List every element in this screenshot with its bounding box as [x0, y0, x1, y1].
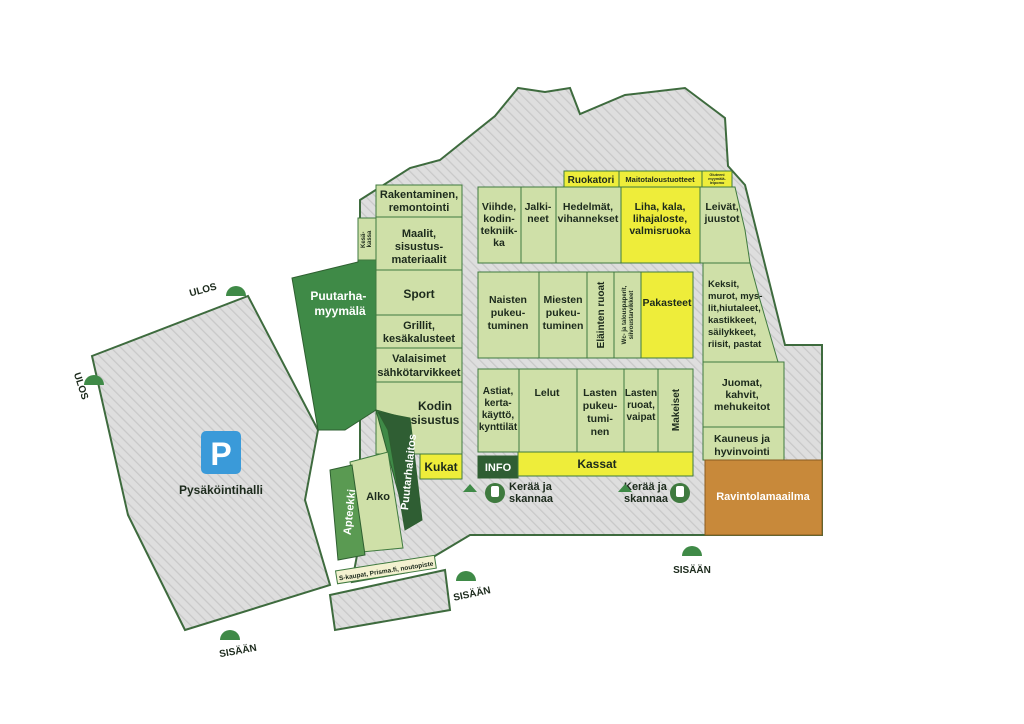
entrance-arrow-icon: [226, 286, 246, 296]
svg-text:Eläinten ruoat: Eläinten ruoat: [596, 281, 607, 348]
dept-maitotalous[interactable]: Maitotaloustuotteet: [618, 170, 703, 188]
svg-text:Kesä- kassa: Kesä- kassa: [361, 230, 373, 248]
dept-jalkineet[interactable]: Jalki-neet: [520, 186, 557, 264]
svg-text:ULOS: ULOS: [188, 281, 218, 299]
svg-text:Makeiset: Makeiset: [671, 388, 682, 431]
dept-leivat[interactable]: Leivät,juustot: [699, 186, 751, 264]
svg-text:Rakentaminen,remontointi: Rakentaminen,remontointi: [380, 189, 458, 214]
parking-hall[interactable]: P Pysäköintihalli: [90, 294, 332, 632]
svg-text:Puutarha- myymälä: Puutarha- myymälä: [310, 289, 369, 318]
svg-text:ULOS: ULOS: [71, 371, 90, 401]
dept-viihde[interactable]: Viihde,kodin-tekniik-ka: [477, 186, 522, 264]
dept-hedelmat[interactable]: Hedelmät,vihannekset: [555, 186, 622, 264]
dept-ruokatori[interactable]: Ruokatori: [563, 170, 620, 188]
svg-text:INFO: INFO: [485, 462, 512, 474]
dept-lelut[interactable]: Lelut: [518, 368, 578, 453]
svg-text:SISÄÄN: SISÄÄN: [673, 563, 711, 576]
dept-liha[interactable]: Liha, kala,lihajaloste,valmisruoka: [620, 186, 701, 264]
svg-text:Ravintolamaailma: Ravintolamaailma: [716, 491, 810, 503]
dept-elainten[interactable]: Eläinten ruoat: [586, 271, 615, 359]
svg-text:Pakasteet: Pakasteet: [642, 297, 692, 309]
dept-astiat[interactable]: Astiat,kerta-käyttö,kynttilät: [477, 368, 520, 453]
dept-sport[interactable]: Sport: [375, 269, 463, 316]
dept-alko[interactable]: Alko: [349, 451, 404, 553]
svg-text:Hedelmät,vihannekset: Hedelmät,vihannekset: [558, 201, 619, 225]
dept-keksit[interactable]: Keksit,murot, mys-lit,hiutaleet,kastikke…: [702, 262, 779, 363]
dept-apteekki[interactable]: Apteekki: [329, 464, 366, 561]
dept-ravintolamaailma[interactable]: Ravintolamaailma: [704, 459, 823, 536]
svg-text:Keksit,murot, mys-lit,hiutalee: Keksit,murot, mys-lit,hiutaleet,kastikke…: [708, 279, 762, 350]
dept-grillit[interactable]: Grillit,kesäkalusteet: [375, 314, 463, 349]
svg-text:Astiat,kerta-käyttö,kynttilät: Astiat,kerta-käyttö,kynttilät: [479, 386, 518, 433]
dept-maalit[interactable]: Maalit,sisustus-materiaalit: [375, 216, 463, 271]
dept-juomat[interactable]: Juomat,kahvit,mehukeitot: [702, 361, 785, 428]
svg-text:Viihde,kodin-tekniik-ka: Viihde,kodin-tekniik-ka: [481, 201, 518, 249]
dept-kukat[interactable]: Kukat: [419, 453, 463, 480]
svg-text:Alko: Alko: [366, 491, 390, 503]
exit-ulos-top[interactable]: ULOS: [188, 281, 246, 299]
parking-label: Pysäköintihalli: [179, 483, 263, 497]
direction-marker-icon: [463, 484, 477, 492]
svg-text:Apteekki: Apteekki: [342, 489, 359, 536]
svg-text:Wc- ja talouspaperit,siivousta: Wc- ja talouspaperit,siivoustarvikkeet: [622, 285, 635, 344]
svg-text:Maalit,sisustus-materiaalit: Maalit,sisustus-materiaalit: [391, 228, 446, 266]
entrance-sisaan-bottom-left[interactable]: SISÄÄN: [218, 630, 258, 660]
svg-text:SISÄÄN: SISÄÄN: [218, 641, 257, 660]
dept-puutarhalaitos[interactable]: Puutarhalaitos: [375, 409, 423, 531]
svg-text:Lelut: Lelut: [534, 387, 560, 399]
entrance-sisaan-mid[interactable]: SISÄÄN: [452, 571, 492, 604]
svg-text:Jalki-neet: Jalki-neet: [525, 201, 552, 225]
svg-text:Grillit,kesäkalusteet: Grillit,kesäkalusteet: [383, 320, 455, 345]
svg-text:Juomat,kahvit,mehukeitot: Juomat,kahvit,mehukeitot: [714, 377, 771, 413]
entrance-arrow-icon: [220, 630, 240, 640]
entrance-arrow-icon: [682, 546, 702, 556]
garden-store[interactable]: Puutarha- myymälä: [291, 237, 377, 431]
svg-text:Maitotaloustuotteet: Maitotaloustuotteet: [625, 175, 695, 184]
svg-text:Liha, kala,lihajaloste,valmisr: Liha, kala,lihajaloste,valmisruoka: [629, 201, 690, 237]
direction-marker-icon: [618, 484, 632, 492]
parking-icon: [201, 431, 241, 474]
info-desk[interactable]: INFO: [477, 455, 519, 479]
entrance-arrow-icon: [84, 375, 104, 385]
dept-rakentaminen[interactable]: Rakentaminen,remontointi: [375, 184, 463, 218]
svg-text:Kassat: Kassat: [577, 457, 616, 471]
dept-makeiset[interactable]: Makeiset: [657, 368, 694, 453]
svg-text:SISÄÄN: SISÄÄN: [452, 583, 492, 604]
svg-text:Leivät,juustot: Leivät,juustot: [704, 201, 740, 225]
parking-symbol: P: [210, 436, 231, 472]
svg-text:Ruokatori: Ruokatori: [568, 175, 615, 186]
dept-wc[interactable]: Wc- ja talouspaperit,siivoustarvikkeet: [613, 271, 642, 359]
entrance-sisaan-right[interactable]: SISÄÄN: [673, 546, 711, 576]
svg-text:Sport: Sport: [403, 287, 434, 301]
svg-text:Kukat: Kukat: [424, 460, 457, 474]
entrance-corridor: [328, 568, 452, 632]
entrance-arrow-icon: [456, 571, 476, 581]
checkout-kassat[interactable]: Kassat: [517, 451, 694, 477]
kesakassa[interactable]: Kesä- kassa: [357, 217, 377, 261]
dept-pakasteet[interactable]: Pakasteet: [640, 271, 694, 359]
